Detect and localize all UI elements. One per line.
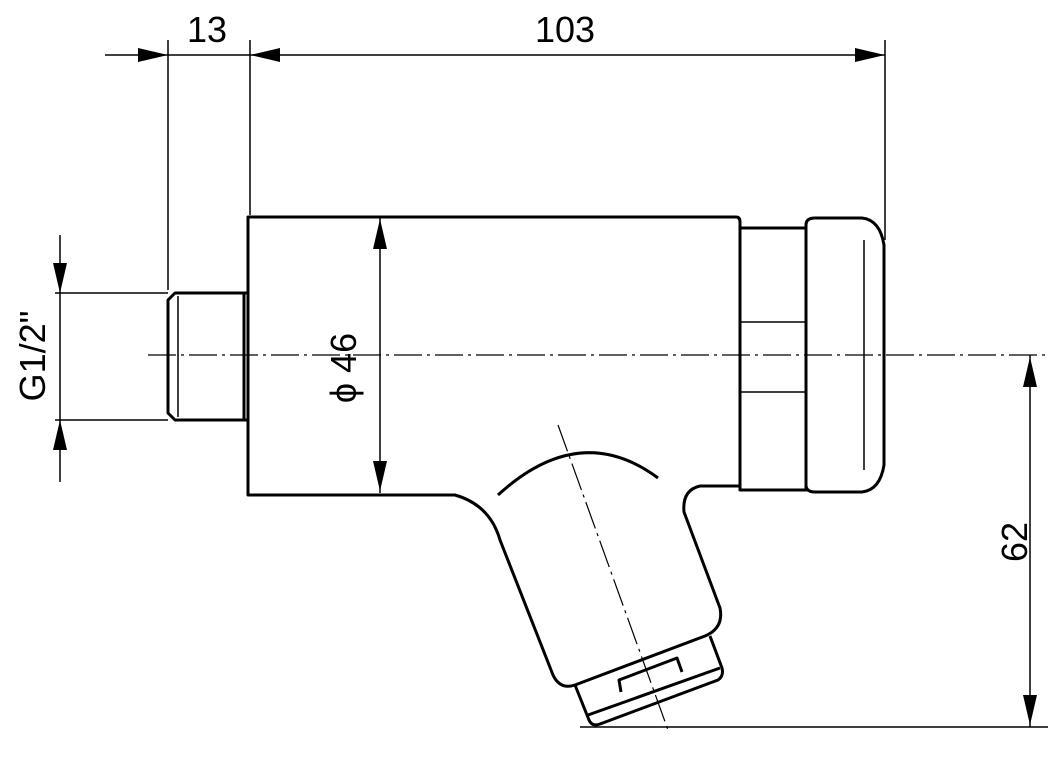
thread-length-label: 13 [187, 9, 227, 50]
threaded-inlet [166, 291, 248, 422]
rotation-arc [496, 451, 659, 497]
height-label: 62 [994, 522, 1035, 562]
thread-size-dimension [53, 235, 168, 482]
height-dimension [580, 355, 1048, 728]
collar-rings [738, 226, 808, 492]
diameter-dimension [373, 217, 387, 493]
push-button-cap [804, 216, 886, 494]
top-dimension-lines [105, 40, 886, 290]
overall-length-label: 103 [535, 9, 595, 50]
valve-body [246, 215, 742, 688]
outlet-centerline [557, 424, 669, 731]
diameter-label: ϕ 46 [323, 333, 364, 403]
outlet-nozzle [573, 635, 724, 727]
thread-size-label: G1/2" [12, 311, 53, 402]
